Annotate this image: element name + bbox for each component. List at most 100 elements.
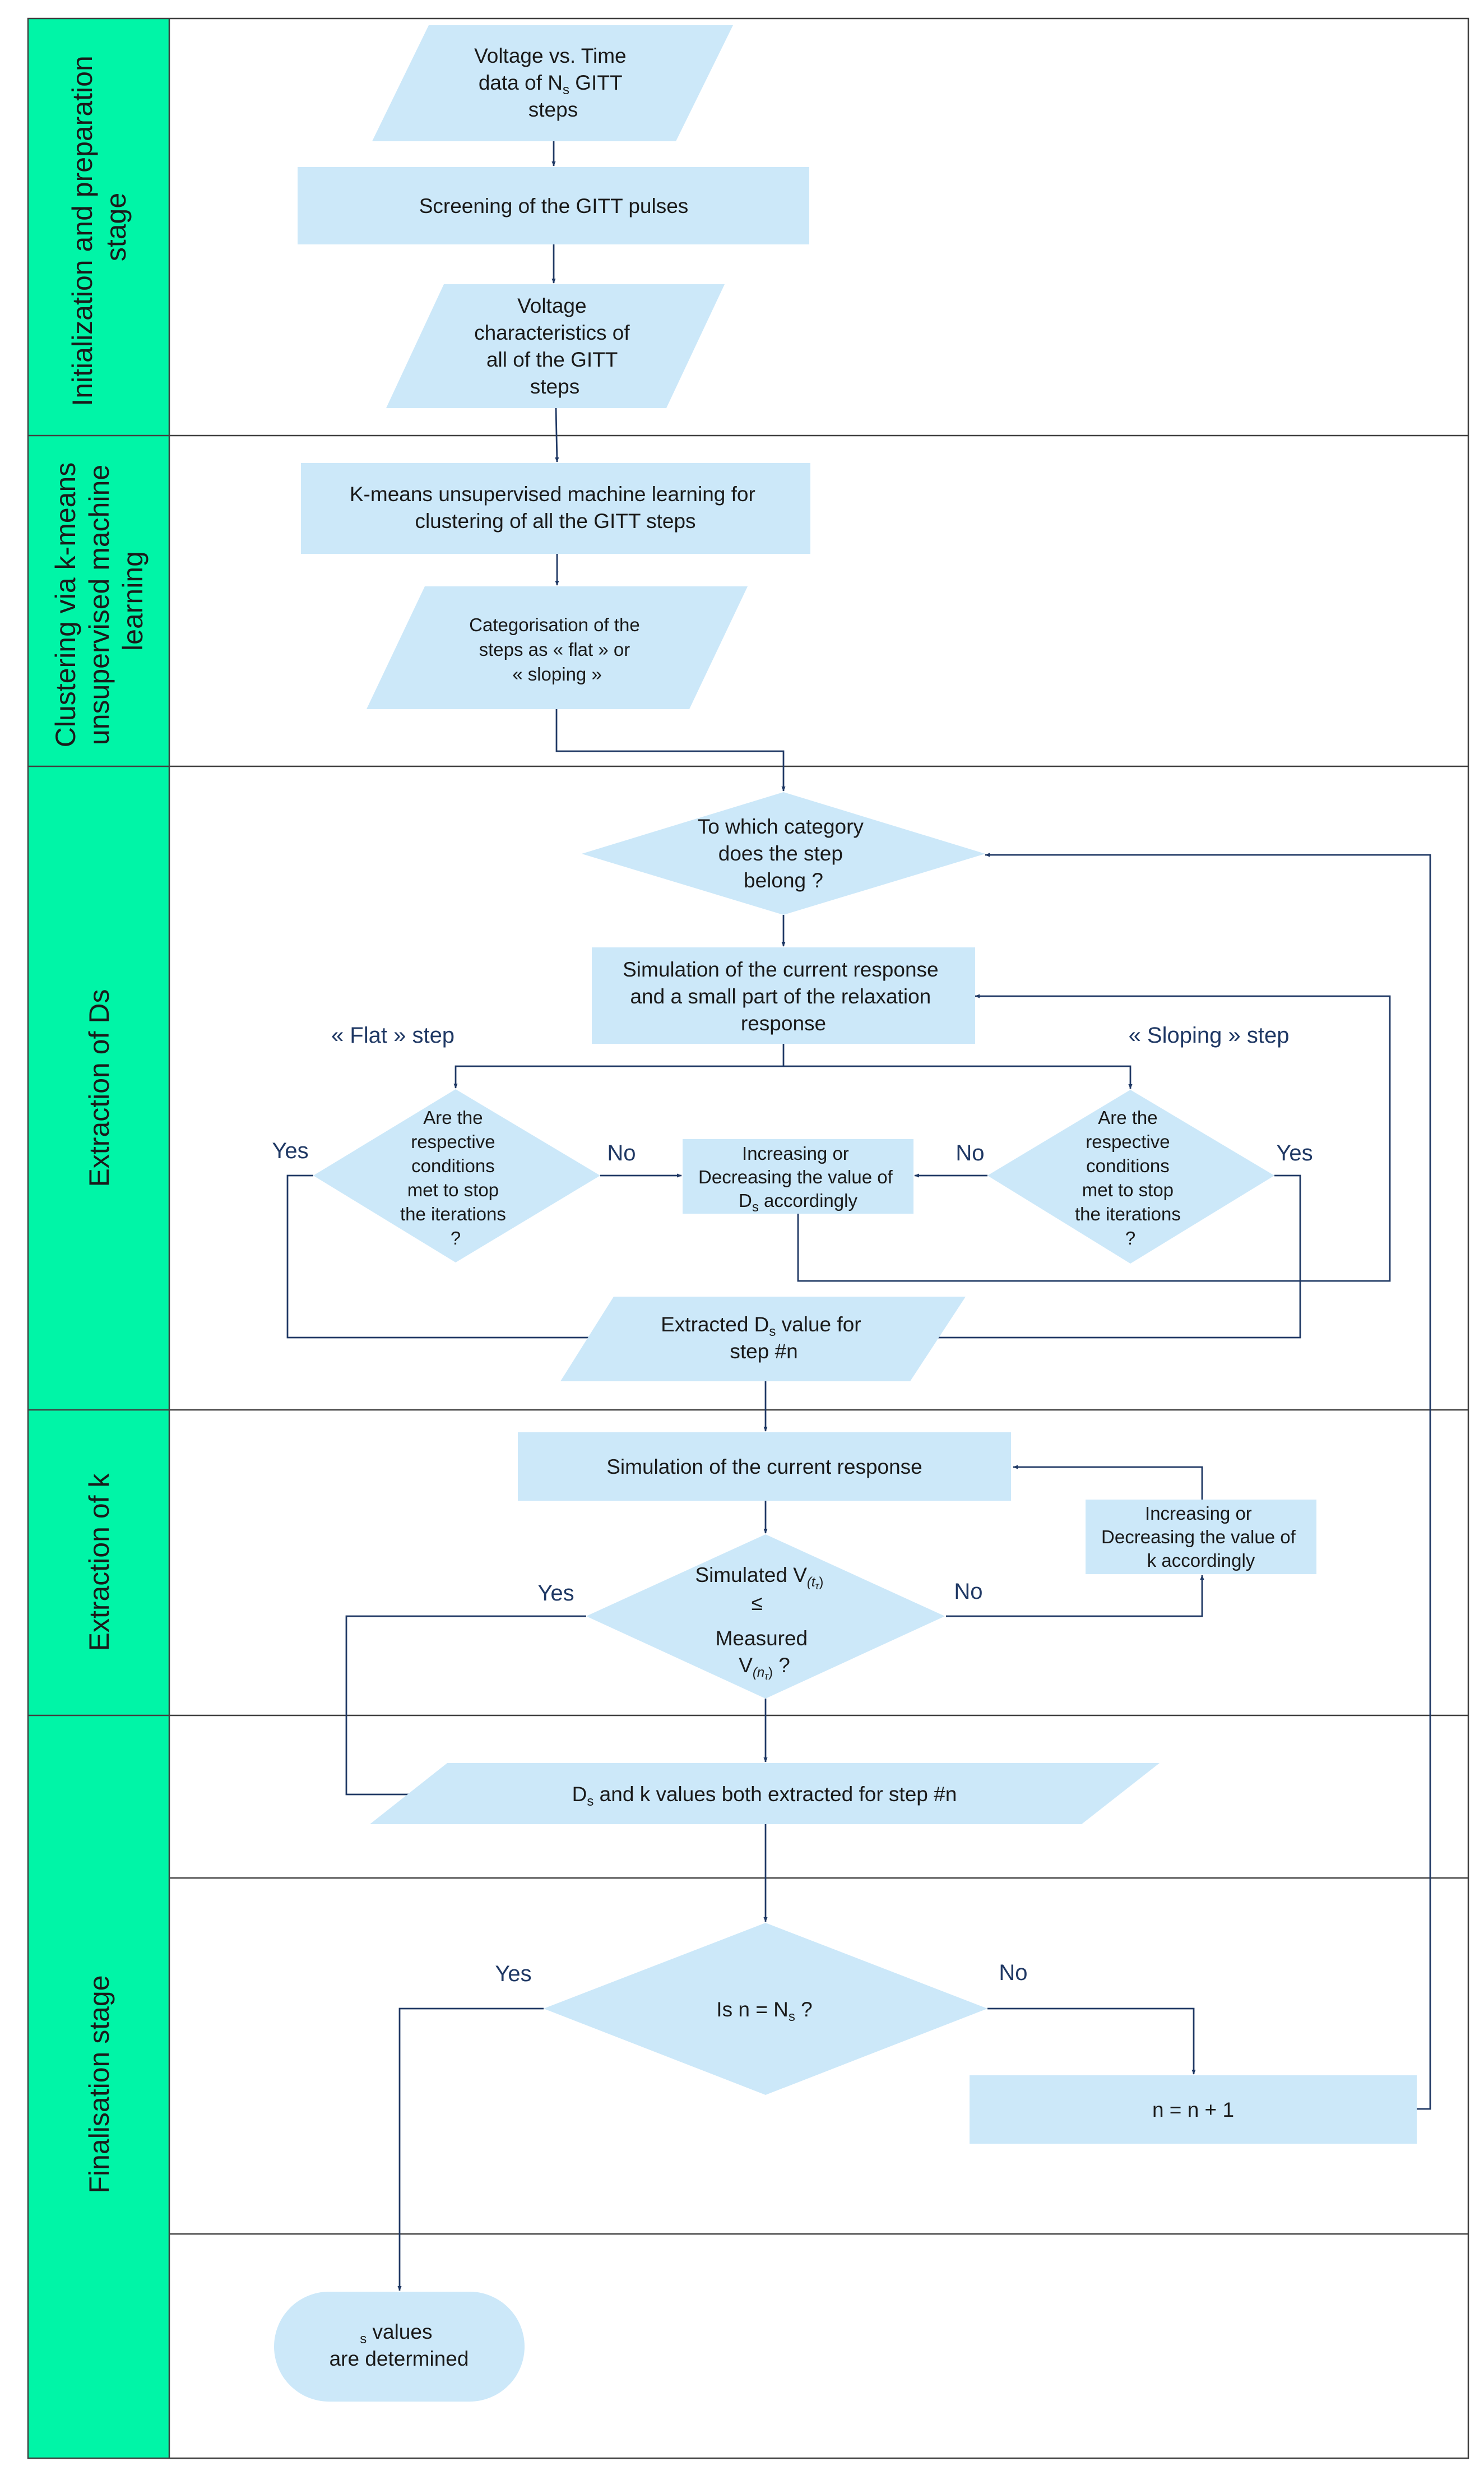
- compare-voltage-text: Simulated V(tτ) ≤ Measured V(nτ) ?: [695, 1563, 829, 1682]
- voltage-time-data-line2: data of Ns GITT: [479, 71, 622, 98]
- compare-voltage-l4close: ): [768, 1665, 773, 1680]
- sloping-conditions-line3: conditions: [1086, 1155, 1170, 1176]
- flat-conditions-line3: conditions: [411, 1155, 495, 1176]
- increment-n-node: [970, 2075, 1417, 2144]
- connector-flat-yes-to-extracted: [286, 1174, 605, 1340]
- lane-title-initialization-line2: stage: [100, 193, 132, 261]
- compare-yes-label: Yes: [537, 1581, 574, 1606]
- which-category-line3: belong ?: [744, 869, 823, 892]
- voltage-time-data-l2b: GITT: [569, 71, 622, 94]
- diagram-border: [27, 17, 1469, 2459]
- lane-title-extraction-ds-line1: Extraction of Ds: [84, 989, 115, 1187]
- voltage-time-data-l2a: data of N: [479, 71, 563, 94]
- lane-title-extraction-ds: Extraction of Ds: [84, 989, 115, 1187]
- extracted-ds-text: Extracted Ds value for step #n: [661, 1313, 867, 1363]
- final-no-label: No: [999, 1960, 1027, 1985]
- sloping-conditions-decision: [987, 1090, 1274, 1264]
- compare-voltage-line3: Measured: [716, 1627, 808, 1650]
- adjust-k-node: [1086, 1500, 1316, 1574]
- lane-title-extraction-k-line1: Extraction of k: [84, 1473, 115, 1651]
- both-extracted-text: Ds and k values both extracted for step …: [572, 1783, 957, 1809]
- which-category-text: To which category does the step belong ?: [698, 815, 869, 892]
- simulation-current-relaxation-line1: Simulation of the current response: [623, 958, 939, 981]
- adjust-ds-l3b: accordingly: [759, 1190, 858, 1211]
- is-n-equal-ns-l1sub: s: [789, 2009, 795, 2024]
- simulation-current-relaxation-line3: response: [741, 1012, 826, 1035]
- sloping-yes-label: Yes: [1276, 1141, 1313, 1165]
- compare-no-label: No: [954, 1579, 982, 1604]
- flat-step-label: « Flat » step: [331, 1023, 455, 1048]
- voltage-characteristics-line1: Voltage: [517, 294, 586, 317]
- flat-conditions-line5: the iterations: [400, 1204, 506, 1224]
- voltage-characteristics-line2: characteristics of: [474, 321, 630, 344]
- flat-conditions-line1: Are the: [423, 1107, 483, 1128]
- adjust-ds-line1: Increasing or: [742, 1143, 849, 1164]
- flat-conditions-line2: respective: [411, 1131, 495, 1152]
- compare-voltage-l1sub: (t: [807, 1575, 816, 1590]
- adjust-k-line1: Increasing or: [1145, 1503, 1252, 1524]
- extracted-ds-l1b: value for: [776, 1313, 861, 1336]
- adjust-ds-l3a: D: [739, 1190, 752, 1211]
- simulation-current-relaxation-text: Simulation of the current response and a…: [623, 958, 944, 1035]
- both-extracted-l1a: D: [572, 1783, 587, 1806]
- simulation-current-relaxation-line2: and a small part of the relaxation: [630, 985, 931, 1008]
- connector-adjust-k-to-simulation: [1013, 1465, 1203, 1500]
- all-determined-line1: s values: [360, 2320, 432, 2347]
- is-n-equal-ns-text: Is n = Ns ?: [716, 1998, 812, 2024]
- kmeans-line2: clustering of all the GITT steps: [415, 510, 695, 533]
- sloping-no-label: No: [956, 1141, 984, 1165]
- voltage-time-data-line1: Voltage vs. Time: [474, 44, 626, 67]
- simulation-current-text: Simulation of the current response: [606, 1455, 922, 1478]
- is-n-equal-ns-decision: [544, 1923, 987, 2095]
- which-category-line1: To which category: [698, 815, 864, 838]
- kmeans-node: [301, 463, 810, 554]
- lane-title-clustering-line1: Clustering via k-means: [50, 462, 81, 748]
- compare-voltage-decision: [586, 1534, 945, 1699]
- both-extracted-node: [370, 1763, 1160, 1824]
- compare-voltage-line2: ≤: [752, 1592, 763, 1614]
- connector-characteristics-to-kmeans: [555, 408, 559, 462]
- categorisation-node: [367, 586, 748, 709]
- sloping-conditions-text: Are the respective conditions met to sto…: [1075, 1107, 1186, 1248]
- connector-final-yes-to-done: [397, 2007, 544, 2291]
- all-determined-l1b: values: [367, 2320, 432, 2343]
- screening-node: [298, 167, 809, 244]
- simulation-current-node: [518, 1432, 1011, 1501]
- adjust-k-line3: k accordingly: [1147, 1550, 1255, 1571]
- flat-no-label: No: [607, 1141, 636, 1165]
- compare-voltage-l4subsub: τ: [764, 1671, 769, 1682]
- lane-title-clustering-line2: unsupervised machine: [84, 465, 115, 745]
- all-determined-l1sub: s: [360, 2331, 367, 2347]
- compare-voltage-l1close: ): [819, 1575, 823, 1590]
- lane-title-extraction-k: Extraction of k: [84, 1473, 115, 1651]
- adjust-ds-line2: Decreasing the value of: [698, 1167, 893, 1187]
- extracted-ds-node: [560, 1297, 966, 1381]
- which-category-line2: does the step: [718, 842, 843, 865]
- voltage-time-data-line3: steps: [528, 98, 578, 121]
- screening-text: Screening of the GITT pulses: [419, 195, 689, 218]
- both-extracted-l1b: and k values both extracted for step #n: [593, 1783, 957, 1806]
- connector-compare-no-to-adjust-k: [946, 1575, 1204, 1617]
- adjust-ds-node: [683, 1139, 913, 1214]
- all-determined-line2: are determined: [330, 2347, 469, 2370]
- connector-adjust-ds-loop: [797, 994, 1391, 1282]
- lane-title-finalisation: Finalisation stage: [84, 1975, 115, 2193]
- flat-conditions-line6: ?: [451, 1228, 461, 1248]
- lane-title-clustering: Clustering via k-means unsupervised mach…: [50, 455, 149, 747]
- categorisation-line1: Categorisation of the: [469, 614, 640, 635]
- lane-title-initialization-line1: Initialization and preparation: [67, 55, 98, 406]
- extracted-ds-l1a: Extracted D: [661, 1313, 769, 1336]
- compare-voltage-l4a: V: [739, 1654, 753, 1677]
- lane-title-finalisation-line1: Finalisation stage: [84, 1975, 115, 2193]
- sloping-conditions-line6: ?: [1125, 1228, 1135, 1248]
- compare-voltage-l1subsub: τ: [815, 1580, 820, 1592]
- categorisation-line3: « sloping »: [512, 664, 602, 684]
- voltage-time-data-l2sub: s: [563, 82, 569, 98]
- connector-categorisation-to-category: [555, 709, 786, 792]
- adjust-ds-text: Increasing or Decreasing the value of Ds…: [698, 1143, 898, 1215]
- connector-simulation-to-sloping-check: [783, 1065, 1133, 1089]
- extracted-ds-line2: step #n: [730, 1340, 797, 1363]
- voltage-characteristics-line3: all of the GITT: [486, 348, 618, 371]
- lane-title-initialization: Initialization and preparation stage: [67, 48, 132, 406]
